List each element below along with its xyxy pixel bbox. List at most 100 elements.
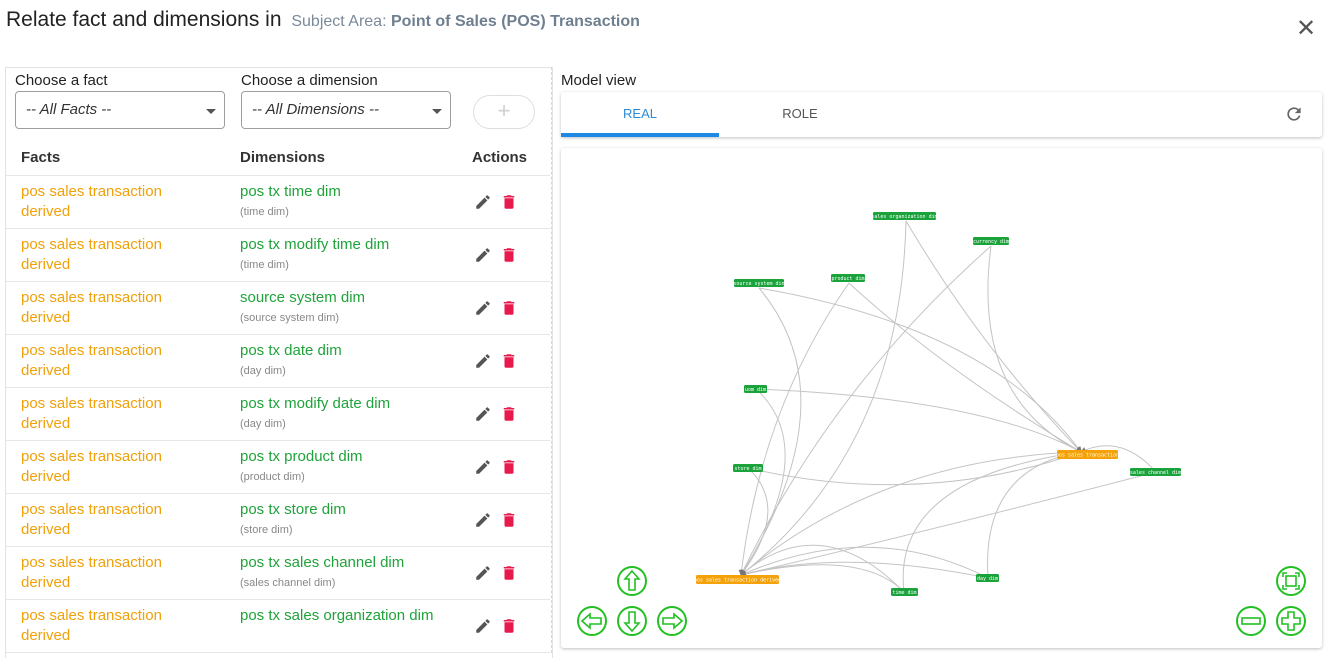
fact-cell: pos sales transaction derived: [21, 183, 162, 220]
dimension-name: pos tx store dim: [240, 501, 346, 518]
dimension-cell: source system dim (source system dim): [240, 288, 460, 326]
dimension-cell: pos tx store dim (store dim): [240, 500, 460, 538]
delete-icon[interactable]: [500, 616, 518, 636]
tab-real[interactable]: REAL: [623, 106, 657, 121]
dimension-name: pos tx modify date dim: [240, 395, 391, 412]
dimension-cell: pos tx sales organization dim: [240, 606, 460, 628]
graph-node-product-dim[interactable]: product dim: [831, 274, 865, 282]
dimension-role: (sales channel dim): [240, 577, 336, 589]
graph-node-label: sales channel dim: [1130, 470, 1181, 476]
pan-left-icon[interactable]: [576, 605, 608, 637]
model-view-tabs: REAL ROLE: [561, 92, 1322, 137]
edit-icon[interactable]: [474, 564, 492, 582]
fact-select-value: -- All Facts --: [26, 101, 112, 118]
active-tab-indicator: [561, 133, 719, 137]
graph-node-uom-dim[interactable]: uom dim: [744, 385, 767, 393]
dimension-role: (source system dim): [240, 312, 340, 324]
graph-node-label: currency dim: [973, 239, 1009, 245]
edit-icon[interactable]: [474, 405, 492, 423]
graph-node-sales-channel-dim[interactable]: sales channel dim: [1130, 468, 1181, 476]
graph-node-source-system-dim[interactable]: source system dim: [733, 279, 785, 287]
close-icon[interactable]: ✕: [1295, 15, 1317, 42]
header-divider: [6, 175, 550, 176]
graph-node-label: time dim: [892, 590, 916, 596]
fit-view-icon[interactable]: [1275, 565, 1307, 597]
zoom-in-icon[interactable]: [1275, 605, 1307, 637]
graph-edges: [738, 220, 1157, 593]
fact-select-label: Choose a fact: [15, 72, 108, 89]
delete-icon[interactable]: [500, 563, 518, 583]
graph-node-label: store dim: [734, 466, 761, 472]
dimension-role: (time dim): [240, 259, 289, 271]
graph-node-label: uom dim: [745, 387, 766, 393]
graph-node-pos-sales-transaction-derived[interactable]: pos sales transaction derived: [694, 575, 781, 584]
graph-canvas: sales organization dim currency dim sour…: [694, 212, 1181, 596]
fact-cell: pos sales transaction derived: [21, 448, 162, 485]
dimension-name: pos tx time dim: [240, 183, 341, 200]
fact-cell: pos sales transaction derived: [21, 554, 162, 591]
fact-cell: pos sales transaction derived: [21, 395, 162, 432]
dimension-role: (product dim): [240, 471, 305, 483]
chevron-down-icon: [432, 109, 442, 114]
dimension-select[interactable]: -- All Dimensions --: [241, 91, 451, 129]
delete-icon[interactable]: [500, 298, 518, 318]
dimension-select-value: -- All Dimensions --: [252, 101, 379, 118]
tab-role[interactable]: ROLE: [782, 106, 818, 121]
dialog-title: Relate fact and dimensions in Subject Ar…: [6, 8, 640, 32]
model-graph[interactable]: sales organization dim currency dim sour…: [561, 148, 1322, 648]
edit-icon[interactable]: [474, 458, 492, 476]
edit-icon[interactable]: [474, 246, 492, 264]
dimension-role: (store dim): [240, 524, 293, 536]
delete-icon[interactable]: [500, 351, 518, 371]
graph-node-label: sales organization dim: [871, 214, 937, 220]
table-row: pos sales transaction derived pos tx sale…: [6, 600, 550, 653]
pan-down-icon[interactable]: [616, 605, 648, 637]
edit-icon[interactable]: [474, 193, 492, 211]
pan-right-icon[interactable]: [656, 605, 688, 637]
model-view-label: Model view: [561, 72, 637, 89]
edit-icon[interactable]: [474, 352, 492, 370]
dialog-title-text: Relate fact and dimensions in: [6, 8, 282, 31]
panel-divider: [551, 67, 552, 653]
add-relation-button[interactable]: +: [473, 95, 535, 129]
fact-cell: pos sales transaction derived: [21, 607, 162, 644]
dimension-cell: pos tx date dim (day dim): [240, 341, 460, 379]
chevron-down-icon: [206, 109, 216, 114]
delete-icon[interactable]: [500, 404, 518, 424]
delete-icon[interactable]: [500, 457, 518, 477]
subject-area: Subject Area: Point of Sales (POS) Trans…: [291, 13, 640, 30]
table-row: pos sales transaction derived pos tx sale…: [6, 547, 550, 600]
refresh-icon[interactable]: [1284, 104, 1304, 124]
table-row: pos sales transaction derived pos tx prod…: [6, 441, 550, 494]
dimension-name: pos tx date dim: [240, 342, 342, 359]
dimension-role: (day dim): [240, 365, 286, 377]
dimension-name: pos tx modify time dim: [240, 236, 390, 253]
graph-nodes: sales organization dim currency dim sour…: [694, 212, 1181, 596]
edit-icon[interactable]: [474, 617, 492, 635]
dimension-cell: pos tx product dim(product dim): [240, 447, 460, 485]
zoom-out-icon[interactable]: [1235, 605, 1267, 637]
graph-node-label: day dim: [977, 576, 998, 582]
delete-icon[interactable]: [500, 192, 518, 212]
edit-icon[interactable]: [474, 511, 492, 529]
delete-icon[interactable]: [500, 510, 518, 530]
dimension-name: source system dim: [240, 289, 366, 306]
delete-icon[interactable]: [500, 245, 518, 265]
graph-node-day-dim[interactable]: day dim: [976, 574, 999, 582]
graph-node-time-dim[interactable]: time dim: [891, 588, 918, 596]
graph-node-label: pos sales transaction derived: [694, 578, 781, 584]
fact-select[interactable]: -- All Facts --: [15, 91, 225, 129]
graph-node-pos-sales-transaction[interactable]: pos sales transaction: [1056, 450, 1119, 459]
graph-node-sales-organization-dim[interactable]: sales organization dim: [871, 212, 938, 220]
dimension-name: pos tx sales organization dim: [240, 607, 434, 624]
dimension-role: (day dim): [240, 418, 286, 430]
graph-node-store-dim[interactable]: store dim: [733, 464, 763, 472]
pan-up-icon[interactable]: [616, 565, 648, 597]
graph-node-currency-dim[interactable]: currency dim: [973, 237, 1009, 245]
edit-icon[interactable]: [474, 299, 492, 317]
dimension-name: pos tx sales channel dim: [240, 554, 405, 571]
